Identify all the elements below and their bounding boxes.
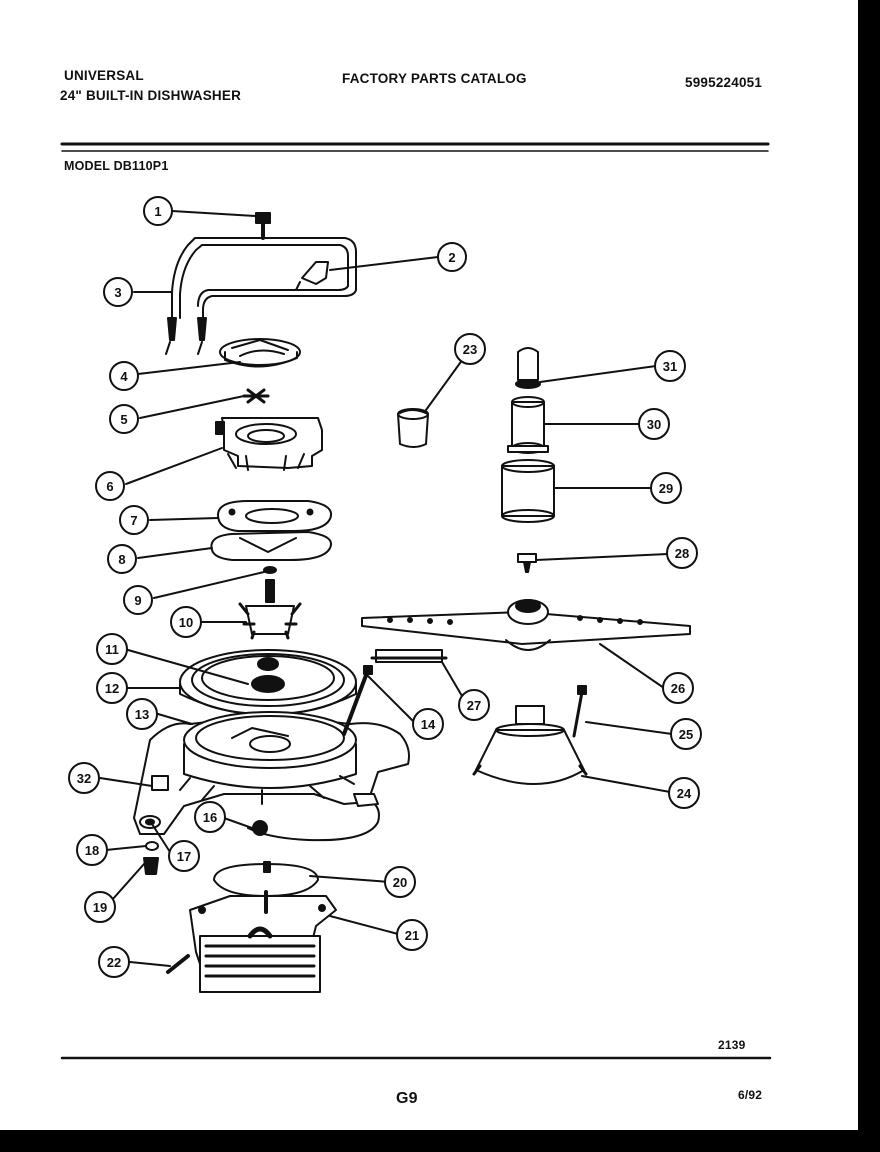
callout-25	[670, 718, 702, 750]
callout-label-23: 23	[463, 342, 477, 357]
callout-label-21: 21	[405, 928, 419, 943]
callout-1	[143, 196, 173, 226]
part-21-motor	[189, 890, 337, 993]
callout-label-19: 19	[93, 900, 107, 915]
callout-label-14: 14	[421, 717, 436, 732]
callout-12	[96, 672, 128, 704]
callout-label-29: 29	[659, 481, 673, 496]
callout-5	[109, 404, 139, 434]
product-name: 24" BUILT-IN DISHWASHER	[60, 88, 242, 103]
callout-23	[454, 333, 486, 365]
callout-17	[168, 840, 200, 872]
callout-21	[396, 919, 428, 951]
callout-label-16: 16	[203, 810, 217, 825]
callout-label-28: 28	[675, 546, 689, 561]
callout-label-27: 27	[467, 698, 481, 713]
part-24-support	[472, 705, 588, 785]
callout-10	[170, 606, 202, 638]
callout-label-4: 4	[120, 369, 128, 384]
callout-label-11: 11	[105, 642, 119, 657]
callout-label-3: 3	[114, 285, 121, 300]
page-code: G9	[396, 1090, 418, 1107]
callout-16	[194, 801, 226, 833]
brand-name: UNIVERSAL	[64, 68, 144, 83]
callout-label-20: 20	[393, 875, 407, 890]
callout-label-10: 10	[179, 615, 193, 630]
catalog-number: 5995224051	[685, 75, 763, 90]
callout-28	[666, 537, 698, 569]
callout-label-13: 13	[135, 707, 149, 722]
callout-29	[650, 472, 682, 504]
part-1-screw	[255, 212, 271, 240]
callout-26	[662, 672, 694, 704]
callout-18	[76, 834, 108, 866]
callout-label-22: 22	[107, 955, 121, 970]
callout-24	[668, 777, 700, 809]
callout-label-9: 9	[134, 593, 141, 608]
callout-30	[638, 408, 670, 440]
part-13-sump	[133, 711, 410, 835]
callout-label-8: 8	[118, 552, 125, 567]
callout-9	[123, 585, 153, 615]
callout-label-17: 17	[177, 849, 191, 864]
callout-14	[412, 708, 444, 740]
callout-32	[68, 762, 100, 794]
catalog-title: FACTORY PARTS CATALOG	[342, 71, 527, 86]
callout-label-1: 1	[154, 204, 161, 219]
callout-label-6: 6	[106, 479, 113, 494]
callout-2	[437, 242, 467, 272]
model-label: MODEL DB110P1	[64, 159, 169, 173]
part-3-tube	[165, 237, 357, 355]
callout-label-32: 32	[77, 771, 91, 786]
callout-22	[98, 946, 130, 978]
callout-label-31: 31	[663, 359, 677, 374]
callout-13	[126, 698, 158, 730]
callout-label-2: 2	[448, 250, 455, 265]
callout-6	[95, 471, 125, 501]
callout-label-30: 30	[647, 417, 661, 432]
callout-label-7: 7	[130, 513, 137, 528]
exploded-parts-diagram: 1 2 3 4 5 6 7 8 9 10 11 12 13 14 16 17 1…	[60, 142, 772, 1060]
part-10-impeller	[238, 579, 302, 640]
callout-7	[119, 505, 149, 535]
callout-11	[96, 633, 128, 665]
callout-label-18: 18	[85, 843, 99, 858]
callout-label-25: 25	[679, 727, 693, 742]
callout-20	[384, 866, 416, 898]
callout-4	[109, 361, 139, 391]
date-code: 6/92	[738, 1088, 763, 1102]
callout-label-24: 24	[677, 786, 692, 801]
callout-label-5: 5	[120, 412, 127, 427]
callout-3	[103, 277, 133, 307]
callout-31	[654, 350, 686, 382]
parts-catalog-sheet: UNIVERSAL 24" BUILT-IN DISHWASHER FACTOR…	[0, 0, 858, 1130]
drawing-number: 2139	[718, 1038, 746, 1052]
callout-label-26: 26	[671, 681, 685, 696]
callout-label-12: 12	[105, 681, 119, 696]
callout-19	[84, 891, 116, 923]
callout-27	[458, 689, 490, 721]
callout-8	[107, 544, 137, 574]
part-26-spray-arm	[361, 599, 691, 651]
